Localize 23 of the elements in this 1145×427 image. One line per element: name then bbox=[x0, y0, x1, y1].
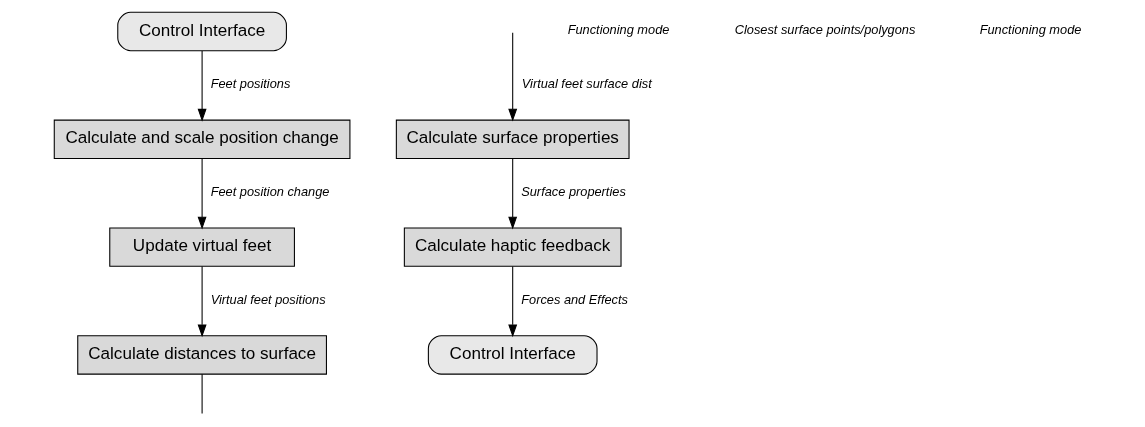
arrow bbox=[507, 158, 517, 230]
arrow bbox=[197, 50, 207, 122]
edge-label: Forces and Effects bbox=[520, 291, 628, 307]
node-box: Calculate haptic feedback bbox=[403, 227, 622, 267]
node-box: Control Interface bbox=[427, 335, 598, 375]
arrow bbox=[507, 266, 517, 338]
label: Functioning mode bbox=[567, 21, 669, 37]
node-box: Control Interface bbox=[116, 11, 287, 52]
node-box: Update virtual feet bbox=[108, 227, 295, 267]
connector bbox=[201, 373, 203, 415]
arrow bbox=[197, 158, 207, 230]
node-box: Calculate and scale position change bbox=[53, 119, 350, 160]
label: Functioning mode bbox=[979, 21, 1081, 37]
edge-label: Feet positions bbox=[210, 76, 290, 92]
edge-label: Feet position change bbox=[210, 184, 329, 199]
edge-label: Virtual feet positions bbox=[210, 291, 326, 307]
node-box: Calculate distances to surface bbox=[76, 335, 327, 375]
label: Closest surface points/polygons bbox=[734, 21, 915, 37]
edge-label: Virtual feet surface dist bbox=[521, 76, 652, 92]
edge-label: Surface properties bbox=[520, 184, 626, 199]
arrow bbox=[507, 32, 517, 122]
arrow bbox=[197, 266, 207, 338]
node-box: Calculate surface properties bbox=[395, 119, 630, 160]
